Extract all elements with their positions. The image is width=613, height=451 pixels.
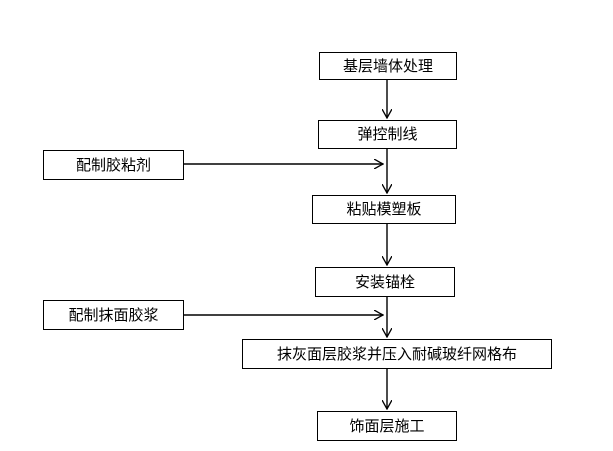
input-plaster-mortar-preparation: 配制抹面胶浆: [43, 300, 184, 330]
step-paste-eps-board: 粘贴模塑板: [312, 195, 456, 224]
step-plaster-and-mesh: 抹灰面层胶浆并压入耐碱玻纤网格布: [242, 339, 552, 369]
step-finish-layer: 饰面层施工: [317, 411, 457, 441]
input-adhesive-preparation: 配制胶粘剂: [43, 150, 184, 180]
step-control-line: 弹控制线: [318, 120, 457, 149]
step-base-wall-treatment: 基层墙体处理: [319, 52, 457, 80]
step-install-anchor: 安装锚栓: [315, 267, 455, 297]
